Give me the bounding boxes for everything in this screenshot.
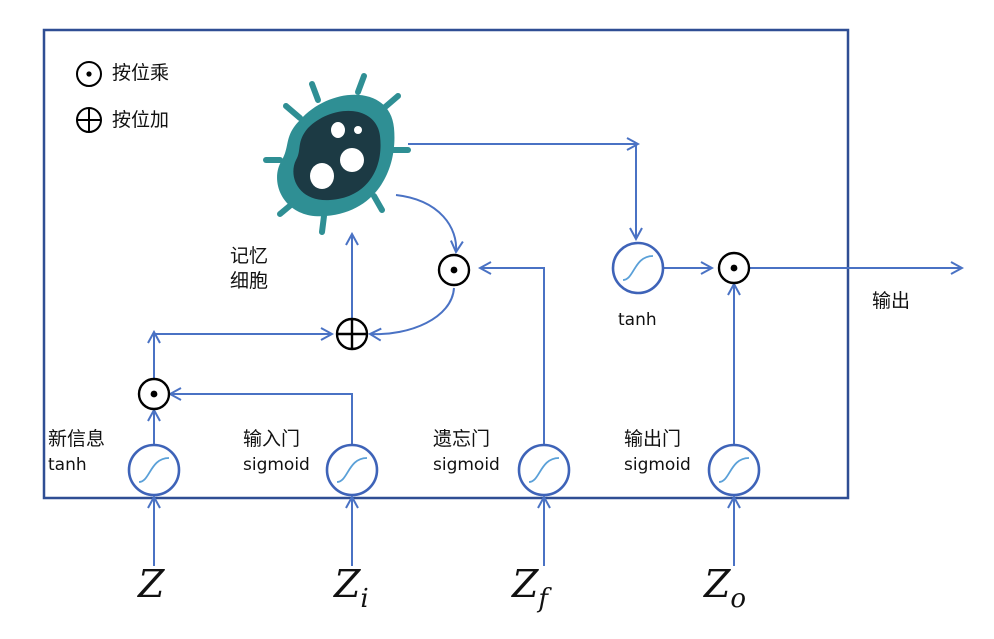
memory-cell-label-line1: 记忆 bbox=[230, 245, 269, 267]
output-label: 输出 bbox=[872, 290, 911, 312]
forget-gate-label: 遗忘门 bbox=[433, 428, 491, 450]
legend-multiply-icon bbox=[76, 61, 102, 87]
cell-to-forget-multiply-arrow bbox=[395, 194, 456, 252]
input-zf-base: Z bbox=[512, 562, 539, 606]
new-info-fn-label: tanh bbox=[48, 455, 87, 475]
input-z-base: Z bbox=[138, 562, 165, 606]
input-zf-sub: f bbox=[538, 584, 549, 614]
input-gate-fn-label: sigmoid bbox=[243, 455, 310, 475]
forget-gate-fn-label: sigmoid bbox=[433, 455, 500, 475]
new-info-multiply-node bbox=[137, 377, 171, 411]
output-gate-sigmoid-node bbox=[707, 443, 761, 497]
forget-gate-sigmoid-node bbox=[517, 443, 571, 497]
input-zi-sub: i bbox=[360, 584, 369, 614]
memory-cell-label-line2: 细胞 bbox=[230, 270, 269, 292]
bacteria-icon bbox=[263, 73, 411, 235]
input-zo: Zo bbox=[704, 564, 746, 619]
input-z: Z bbox=[138, 564, 164, 619]
forget-gate-to-multiply-arrow bbox=[480, 268, 545, 444]
legend-add-icon bbox=[76, 107, 102, 133]
input-gate-to-multiply-arrow bbox=[170, 394, 353, 444]
cell-add-node bbox=[335, 317, 369, 351]
output-multiply-node bbox=[717, 251, 751, 285]
output-gate-fn-label: sigmoid bbox=[624, 455, 691, 475]
lstm-cell-box bbox=[42, 28, 850, 500]
input-zf: Zf bbox=[512, 564, 548, 619]
input-gate-label: 输入门 bbox=[243, 428, 301, 450]
output-tanh-label: tanh bbox=[618, 310, 657, 330]
new-info-tanh-node bbox=[127, 443, 181, 497]
forget-multiply-node bbox=[437, 253, 471, 287]
new-info-label: 新信息 bbox=[48, 428, 106, 450]
legend-multiply-label: 按位乘 bbox=[112, 62, 170, 84]
input-gate-sigmoid-node bbox=[325, 443, 379, 497]
input-zo-base: Z bbox=[704, 562, 731, 606]
input-zi: Zi bbox=[334, 564, 369, 619]
output-gate-label: 输出门 bbox=[624, 428, 682, 450]
forget-multiply-to-add-arrow bbox=[370, 287, 455, 334]
input-zo-sub: o bbox=[730, 584, 747, 614]
legend-add-label: 按位加 bbox=[112, 109, 170, 131]
input-zi-base: Z bbox=[334, 562, 361, 606]
output-tanh-node bbox=[611, 241, 665, 295]
